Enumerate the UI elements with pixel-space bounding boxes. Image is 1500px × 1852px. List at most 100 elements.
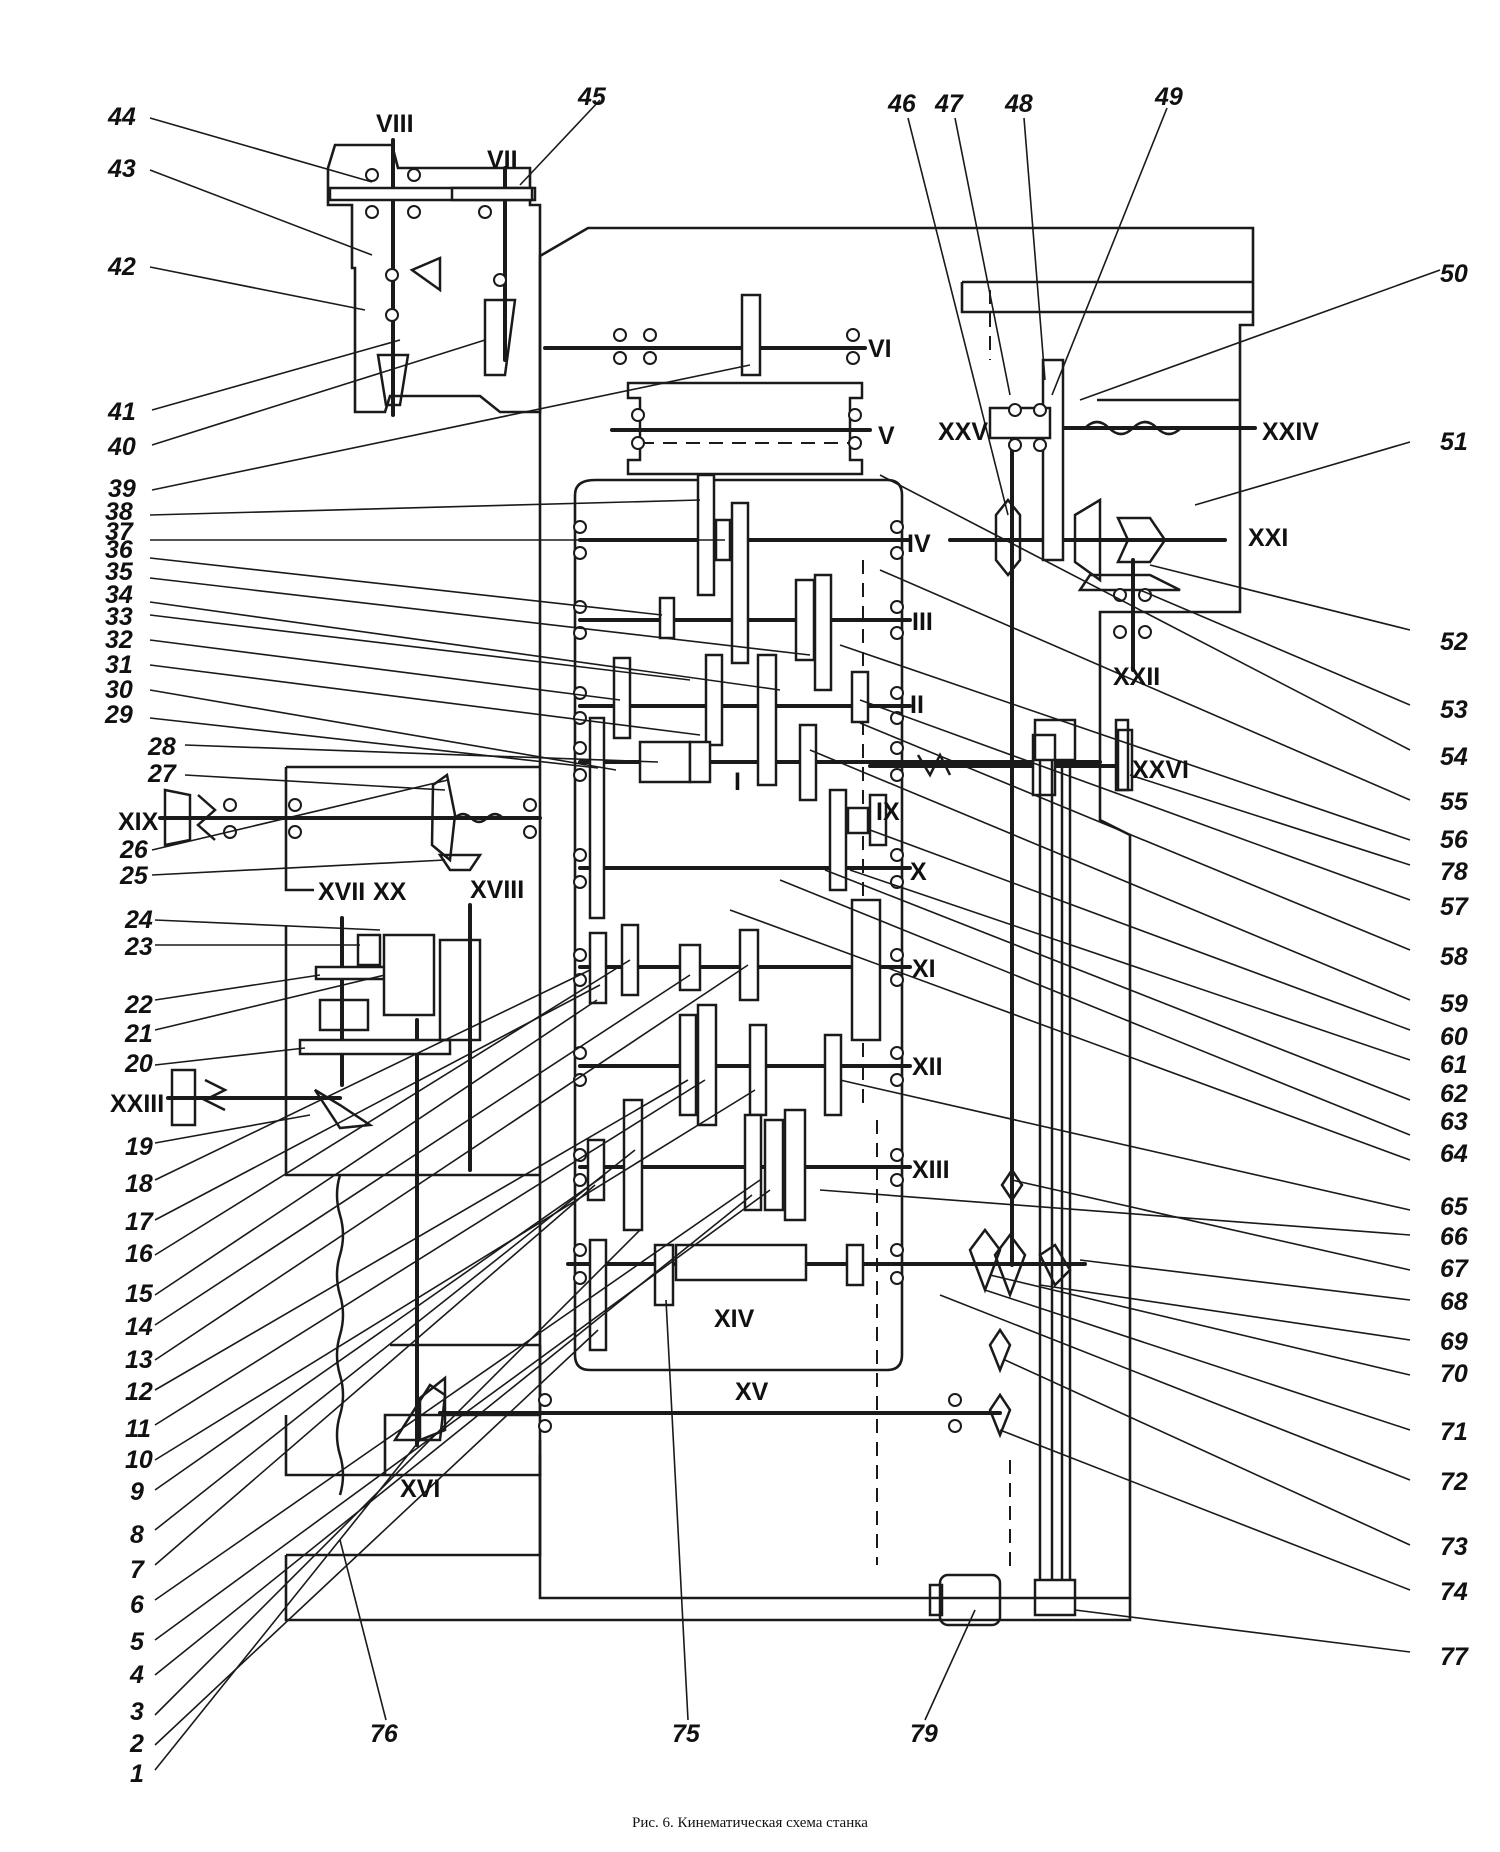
gear-18 (588, 931, 608, 1005)
bevel-19 (313, 1088, 374, 1130)
clutch-xviii (438, 938, 482, 1042)
label-part-78: 78 (1440, 858, 1468, 886)
label-part-65: 65 (1440, 1193, 1469, 1221)
gear-70 (845, 1243, 865, 1287)
pulley-v (626, 381, 864, 476)
label-part-10: 10 (125, 1446, 153, 1474)
label-part-32: 32 (105, 626, 133, 654)
label-part-9: 9 (130, 1478, 144, 1506)
label-part-60: 60 (1440, 1023, 1468, 1051)
label-shaft-xii: XII (912, 1053, 943, 1081)
gear-1-i (688, 740, 712, 784)
dashed-lines (640, 290, 1011, 1575)
label-part-20: 20 (124, 1050, 153, 1078)
label-part-35: 35 (105, 558, 134, 586)
label-part-73: 73 (1440, 1533, 1468, 1561)
label-shaft-ix: IX (876, 798, 900, 826)
gear-33 (813, 573, 833, 692)
gears (163, 186, 1182, 1627)
label-part-44: 44 (107, 103, 136, 131)
label-shaft-vii: VII (487, 146, 518, 174)
label-part-17: 17 (125, 1208, 154, 1236)
label-part-21: 21 (124, 1020, 153, 1048)
label-part-47: 47 (934, 90, 964, 118)
bevel-40 (483, 298, 517, 377)
label-shaft-xviii: XVIII (470, 876, 524, 904)
label-part-18: 18 (125, 1170, 153, 1198)
gear-14 (678, 943, 702, 992)
part-labels: 44 43 42 41 40 39 45 46 47 48 49 50 51 5… (104, 83, 1469, 1788)
sprocket-74 (988, 1392, 1012, 1439)
sprocket-70 (968, 1227, 1002, 1294)
label-shaft-xxii: XXII (1113, 663, 1160, 691)
gear-37 (730, 501, 750, 665)
gear-12 (678, 1013, 698, 1117)
label-part-67: 67 (1440, 1255, 1469, 1283)
label-part-36: 36 (105, 536, 134, 564)
label-part-31: 31 (105, 651, 133, 679)
label-part-4: 4 (129, 1661, 144, 1689)
label-part-19: 19 (125, 1133, 153, 1161)
label-part-53: 53 (1440, 696, 1468, 724)
gear-67 (783, 1108, 807, 1222)
gear-59 (850, 898, 882, 1042)
label-part-28: 28 (147, 733, 176, 761)
label-part-37: 37 (105, 518, 134, 546)
label-shaft-xi: XI (912, 955, 936, 983)
clutch-53 (1116, 516, 1167, 564)
clutch-xvii (318, 998, 370, 1032)
label-part-30: 30 (105, 676, 133, 704)
label-part-59: 59 (1440, 990, 1468, 1018)
label-shaft-iv: IV (907, 530, 931, 558)
gear-61 (828, 788, 848, 892)
gear-75 (653, 1243, 675, 1307)
label-part-34: 34 (105, 581, 133, 609)
gear-11 (696, 1003, 718, 1127)
label-part-55: 55 (1440, 788, 1469, 816)
bevel-xv (418, 1375, 447, 1442)
bevel-25 (430, 772, 457, 863)
gear-60 (868, 793, 888, 847)
gear-30 (756, 653, 778, 787)
gear-4 (743, 1113, 763, 1212)
label-part-29: 29 (104, 701, 133, 729)
label-part-51: 51 (1440, 428, 1468, 456)
label-part-56: 56 (1440, 826, 1469, 854)
label-part-3: 3 (130, 1698, 144, 1726)
label-shaft-xx: XX (373, 878, 407, 906)
label-part-39: 39 (108, 475, 136, 503)
screw-76 (335, 1174, 345, 1496)
clutch-xxvi (1116, 728, 1134, 792)
label-part-62: 62 (1440, 1080, 1468, 1108)
screw-xxiii (170, 1068, 197, 1127)
label-part-48: 48 (1004, 90, 1033, 118)
label-part-38: 38 (105, 498, 133, 526)
label-part-49: 49 (1154, 83, 1183, 111)
label-part-27: 27 (147, 760, 177, 788)
gear-29 (850, 670, 870, 724)
gear-45 (450, 186, 534, 202)
gear-2 (588, 1238, 608, 1352)
sprocket-73 (988, 1327, 1012, 1374)
label-part-79: 79 (910, 1720, 938, 1748)
bearings (223, 168, 1152, 1433)
label-part-33: 33 (105, 603, 133, 631)
label-part-24: 24 (124, 906, 153, 934)
gear-xiv-hub (674, 1243, 808, 1282)
label-part-64: 64 (1440, 1140, 1468, 1168)
gear-5 (763, 1118, 785, 1212)
label-part-22: 22 (124, 991, 153, 1019)
gear-31 (704, 653, 724, 747)
label-shaft-vi: VI (868, 335, 892, 363)
gear-28 (588, 716, 606, 920)
label-part-54: 54 (1440, 743, 1468, 771)
leader-lines (149, 99, 1441, 1771)
label-shaft-xvi: XVI (400, 1475, 440, 1503)
label-shaft-xix: XIX (118, 808, 159, 836)
gear-62 (798, 723, 818, 802)
label-part-12: 12 (125, 1378, 153, 1406)
label-shaft-xvii: XVII (318, 878, 365, 906)
bevel-42 (409, 256, 442, 293)
gear-66 (823, 1033, 843, 1117)
label-part-66: 66 (1440, 1223, 1469, 1251)
